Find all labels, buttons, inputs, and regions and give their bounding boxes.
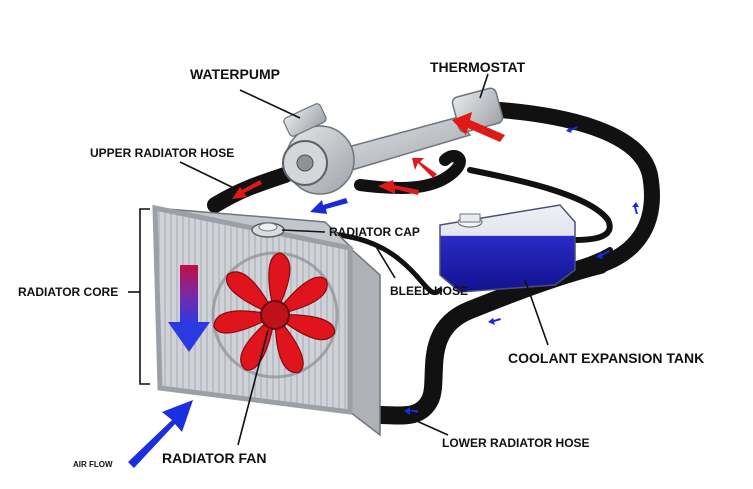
label-upper-radiator-hose: UPPER RADIATOR HOSE — [90, 146, 235, 160]
fan-blade — [274, 313, 304, 374]
red-arrow-icon — [452, 112, 505, 142]
label-radiator-fan: RADIATOR FAN — [162, 450, 267, 466]
water-pump-hub — [296, 154, 314, 172]
thermostat-outlet-hose — [492, 102, 660, 273]
fan-blade — [273, 276, 328, 316]
label-coolant-expansion-tank: COOLANT EXPANSION TANK — [508, 350, 705, 366]
radiator-cap-top — [258, 222, 278, 232]
radiator-side-tank — [349, 246, 381, 437]
red-arrow-icon — [232, 180, 262, 199]
leader-lines — [128, 73, 549, 446]
red-arrow-icon — [378, 180, 419, 195]
flow-arrows — [128, 112, 639, 468]
label-radiator-cap: RADIATOR CAP — [329, 225, 420, 239]
radiator-fan — [211, 251, 339, 379]
fan-blades — [213, 252, 336, 374]
blue-arrow-icon — [596, 250, 610, 259]
fan-blade — [225, 271, 277, 317]
fan-blade — [213, 310, 277, 334]
label-air-flow: AIR FLOW — [73, 460, 113, 469]
leader-waterpump — [239, 89, 301, 119]
label-thermostat: THERMOSTAT — [430, 59, 526, 75]
label-lower-radiator-hose: LOWER RADIATOR HOSE — [442, 436, 590, 450]
fan-blade — [268, 252, 291, 317]
leader-radiator-core — [139, 208, 150, 385]
blue-arrow-icon — [310, 198, 348, 214]
leader-upper-hose — [179, 161, 239, 191]
fan-hub — [260, 300, 290, 330]
tank-cap-neck — [459, 213, 481, 223]
leader-lower-hose — [409, 417, 449, 436]
blue-arrow-icon — [566, 126, 578, 133]
leader-radiator-fan — [237, 329, 269, 446]
blue-arrow-icon — [632, 202, 639, 214]
label-bleed-hose: BLEED HOSE — [390, 284, 469, 298]
tank-hose-top — [467, 167, 613, 243]
blue-arrow-icon — [488, 318, 501, 325]
air-flow-arrow-icon — [128, 400, 193, 468]
fan-blade — [273, 314, 336, 341]
leader-bleed-hose — [374, 244, 396, 279]
red-arrow-icon — [412, 158, 437, 178]
leader-thermostat — [479, 73, 489, 99]
radiator-frame — [152, 204, 353, 415]
water-pump-assembly — [282, 87, 504, 195]
water-pump-flange — [283, 103, 327, 137]
core-flow-gradient — [180, 265, 198, 325]
fan-blade — [240, 313, 276, 371]
core-flow-arrowhead — [168, 322, 210, 352]
leader-expansion-tank — [524, 279, 549, 346]
blue-arrow-icon — [404, 407, 418, 415]
label-radiator-core: RADIATOR CORE — [18, 285, 119, 299]
label-waterpump: WATERPUMP — [190, 66, 280, 82]
leader-radiator-cap — [281, 229, 326, 233]
coolant-expansion-tank — [439, 204, 576, 293]
fan-shroud — [211, 251, 339, 379]
